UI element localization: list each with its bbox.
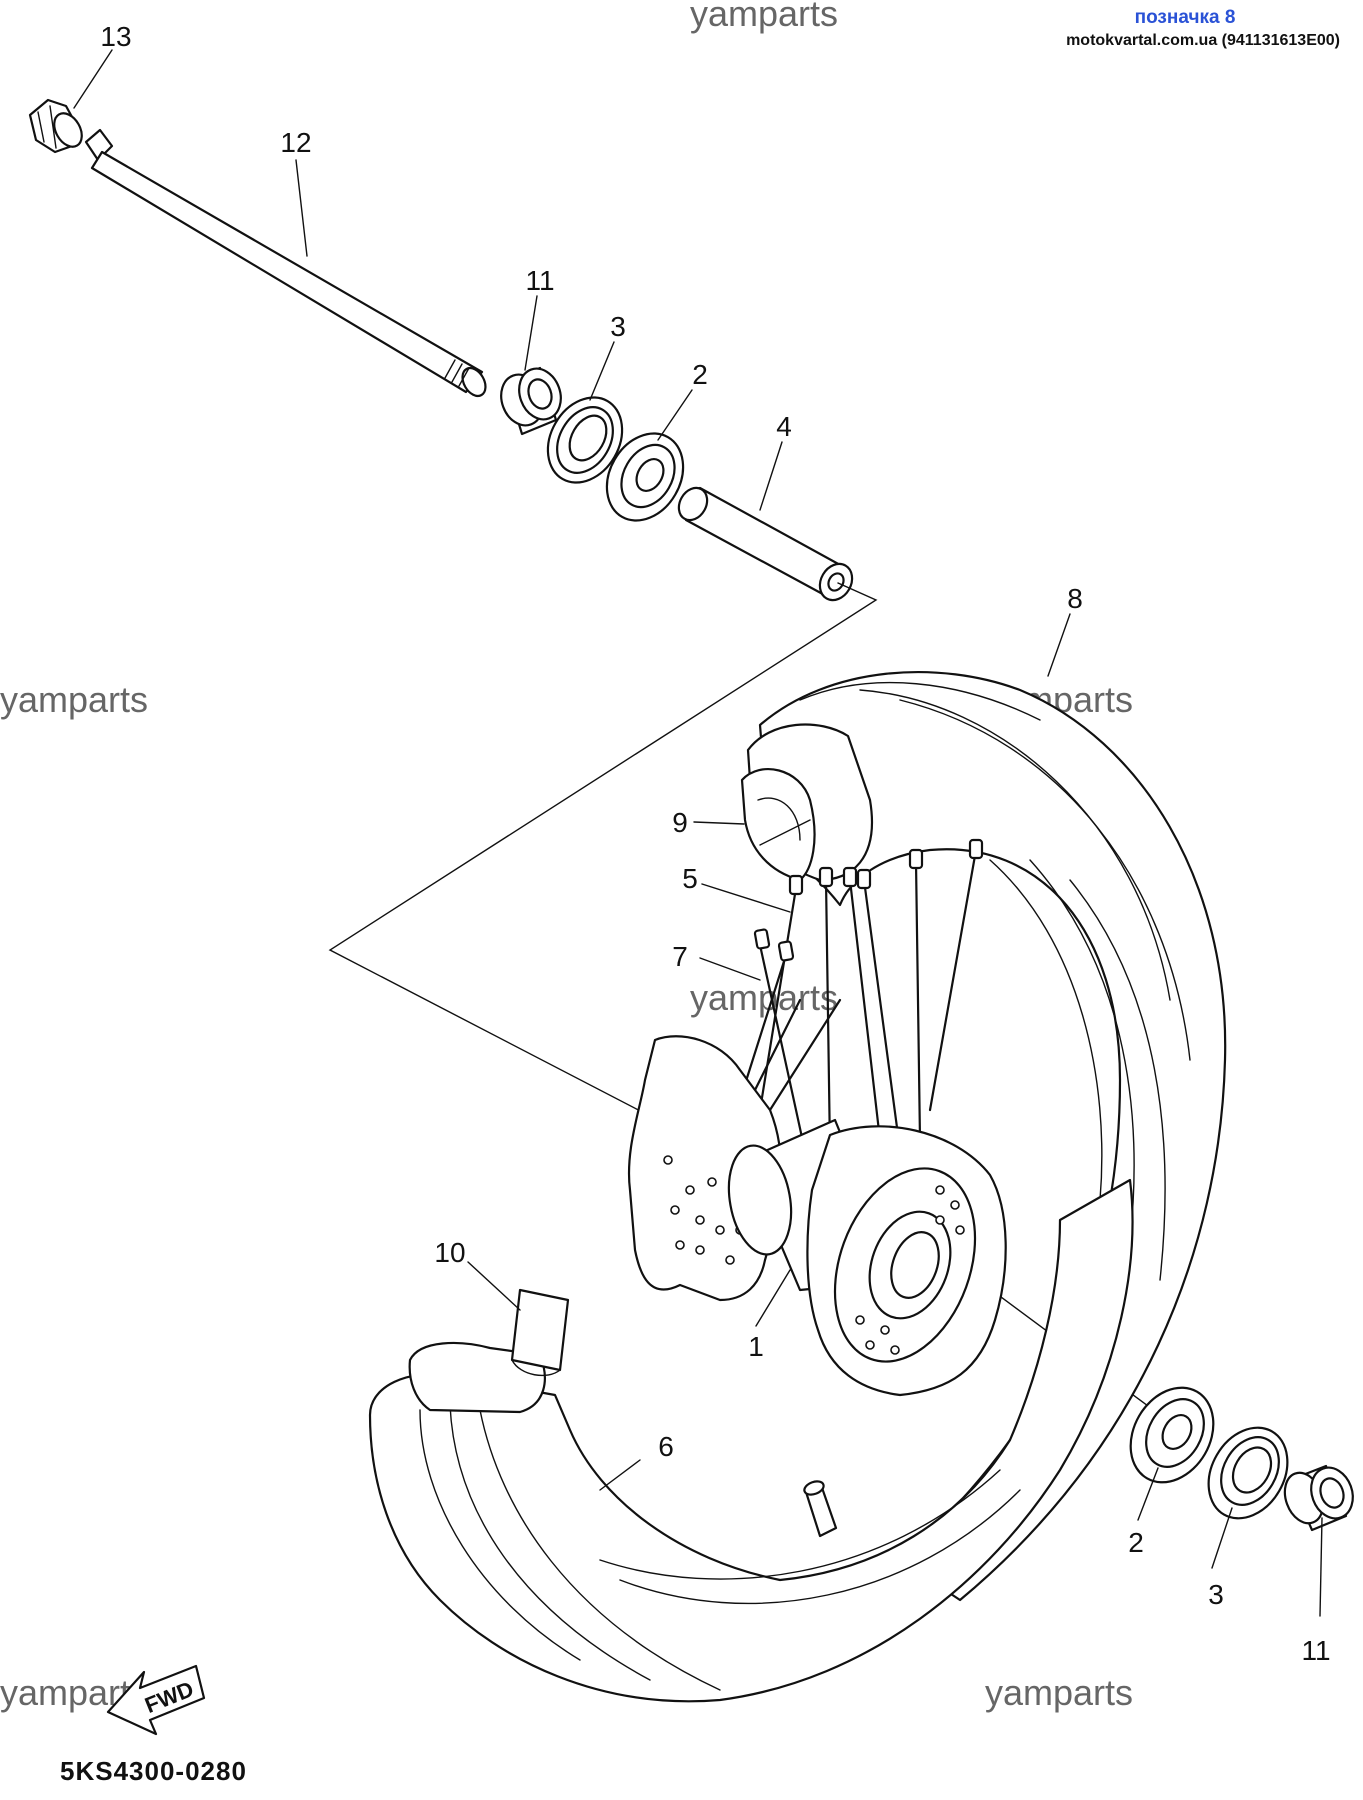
callout-6: 6 (658, 1431, 674, 1462)
collar-part-lower (1283, 1464, 1354, 1532)
callout-5: 5 (682, 863, 698, 894)
leader-lines (73, 49, 1323, 1617)
spacer-tube-part (677, 486, 854, 602)
callout-4: 4 (776, 411, 792, 442)
callout-11-lower: 11 (1301, 1635, 1330, 1666)
callout-9: 9 (672, 807, 688, 838)
valve-stem-part (803, 1480, 838, 1538)
inner-tube-part (740, 768, 816, 882)
oil-seal-part-upper (546, 396, 624, 484)
collar-part-upper (500, 366, 562, 436)
watermark: yamparts (0, 679, 148, 720)
callout-11: 11 (525, 265, 554, 296)
callout-2: 2 (692, 359, 708, 390)
oil-seal-part-lower (1207, 1426, 1289, 1520)
hub-flange-right (806, 1125, 1007, 1397)
forward-direction-arrow: FWD (106, 1664, 206, 1736)
marker-label: позначка 8 (1135, 7, 1236, 28)
callout-13: 13 (100, 21, 131, 52)
watermark: yamparts (690, 0, 838, 34)
callout-2-lower: 2 (1128, 1527, 1144, 1558)
callout-12: 12 (280, 127, 311, 158)
spokes-part (738, 838, 984, 1222)
callouts: 13 12 11 3 2 4 8 9 5 7 10 1 6 2 3 11 (100, 21, 1330, 1666)
axle-shaft-part (84, 128, 487, 398)
callout-3-lower: 3 (1208, 1579, 1224, 1610)
callout-8: 8 (1067, 583, 1083, 614)
callout-3: 3 (610, 311, 626, 342)
callout-1: 1 (748, 1331, 764, 1362)
source-line: motokvartal.com.ua (941131613E00) (1066, 32, 1340, 49)
watermark: yamparts (985, 1672, 1133, 1713)
rim-band-part (510, 1288, 570, 1377)
bearing-part-upper (605, 432, 685, 522)
callout-10: 10 (434, 1237, 465, 1268)
axle-nut-part (28, 98, 83, 154)
bearing-part-lower (1129, 1386, 1215, 1484)
callout-7: 7 (672, 941, 688, 972)
watermark: yamparts (690, 977, 838, 1018)
diagram-code: 5KS4300-0280 (60, 1756, 247, 1786)
